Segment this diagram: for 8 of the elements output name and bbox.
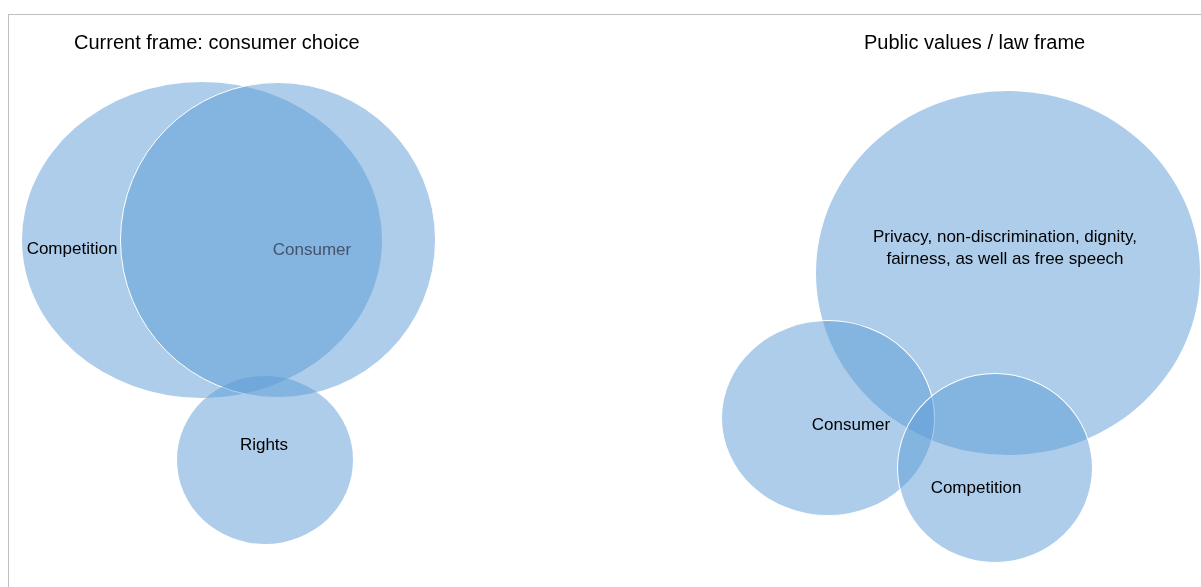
circle-label: Consumer: [272, 238, 352, 261]
circle-label: Consumer: [811, 413, 891, 436]
frame-heading: Current frame: consumer choice: [74, 31, 360, 54]
circle-label: Competition: [26, 237, 118, 260]
circle-label: Privacy, non-discrimination, dignity, fairness, as well as free speech: [872, 225, 1138, 270]
circle-label: Competition: [930, 476, 1022, 499]
frame-heading: Public values / law frame: [864, 31, 1086, 54]
circle-label: Rights: [239, 433, 289, 456]
